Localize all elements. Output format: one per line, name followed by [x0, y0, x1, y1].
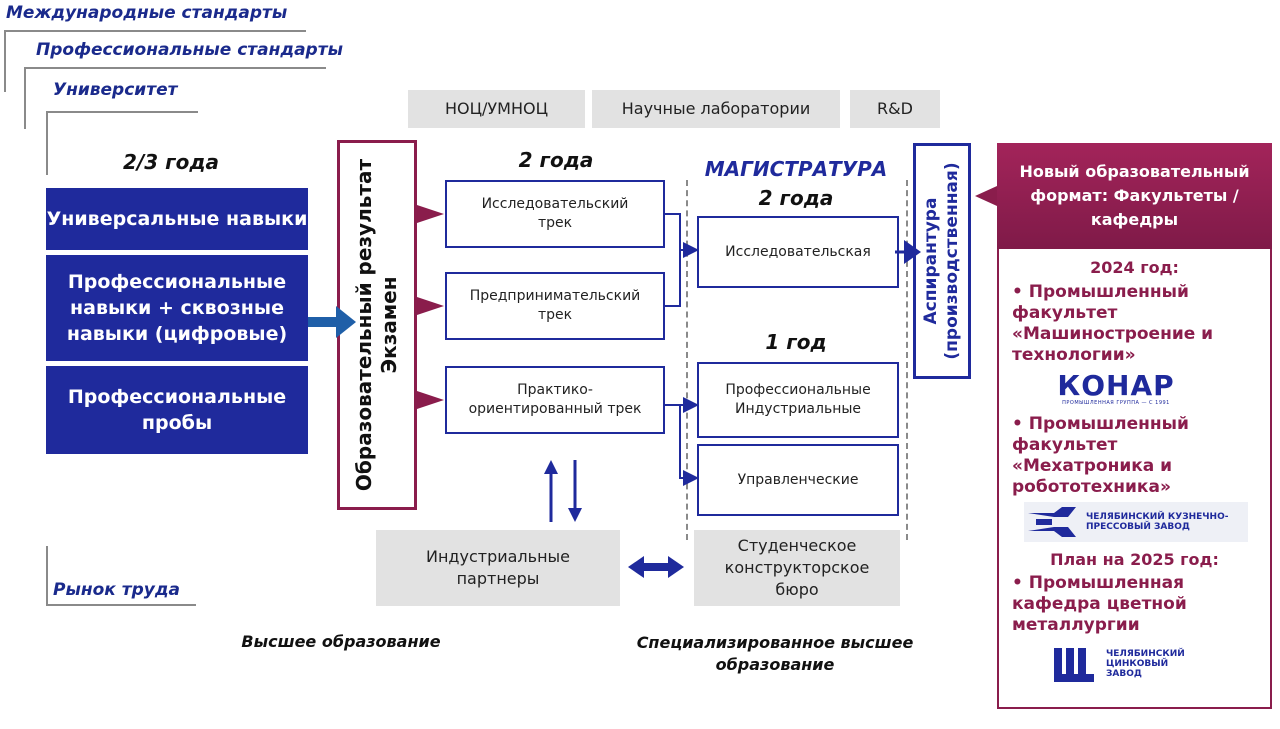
- arrow-to-phd: [904, 240, 921, 264]
- labor-market-label: Рынок труда: [53, 580, 181, 600]
- track-practice: Практико-ориентированный трек: [445, 366, 665, 434]
- labor-bracket-horizontal: [46, 604, 196, 606]
- track-entrepreneurial: Предпринимательский трек: [445, 272, 665, 340]
- industrial-partners: Индустриальные партнеры: [376, 530, 620, 606]
- universal-skills-block: Универсальные навыки: [46, 188, 308, 250]
- chkpz-emblem-icon: [1028, 507, 1076, 537]
- tracks-duration: 2 года: [518, 148, 594, 172]
- year-2024-label: 2024 год:: [1090, 258, 1179, 277]
- research-unit-rd: R&D: [850, 90, 940, 128]
- labor-bracket-vertical: [46, 546, 48, 606]
- triangle-to-research-track: [414, 204, 444, 224]
- arrows-tracks-partners: [544, 460, 582, 522]
- konar-logo-subtext: ПРОМЫШЛЕННАЯ ГРУППА — С 1991: [1062, 400, 1170, 406]
- arrow-to-masters-management: [679, 405, 699, 486]
- masters-divider-left: [686, 180, 688, 540]
- triangle-to-practice-track: [414, 390, 444, 410]
- masters-duration-1: 1 год: [765, 330, 827, 354]
- international-bracket: [4, 30, 306, 92]
- right-panel-header: Новый образовательный формат: Факультеты…: [997, 143, 1272, 249]
- masters-divider-right: [906, 180, 908, 540]
- konar-logo: КОНАР ПРОМЫШЛЕННАЯ ГРУППА — С 1991: [1040, 372, 1192, 408]
- university-bracket: [46, 111, 198, 175]
- professional-standards-label: Профессиональные стандарты: [36, 40, 343, 60]
- czc-emblem-icon: [1054, 648, 1094, 682]
- caption-higher-education: Высшее образование: [241, 632, 441, 651]
- masters-duration-2: 2 года: [758, 186, 834, 210]
- faculty-mechanical: • Промышленный факультет «Машиностроение…: [1012, 282, 1214, 365]
- research-unit-noc: НОЦ/УМНОЦ: [408, 90, 585, 128]
- international-standards-label: Международные стандарты: [6, 3, 288, 23]
- professional-trials-block: Профессиональные пробы: [46, 366, 308, 454]
- bachelor-duration: 2/3 года: [123, 150, 219, 174]
- caption-specialized: Специализированное высшее образование: [636, 633, 914, 674]
- triangle-to-right-panel: [975, 186, 997, 206]
- triangle-to-entrepreneurial-track: [414, 296, 444, 316]
- chkpz-logo-text: ЧЕЛЯБИНСКИЙ КУЗНЕЧНО-ПРЕССОВЫЙ ЗАВОД: [1086, 512, 1229, 532]
- professional-bracket: [24, 67, 326, 129]
- arrow-bachelor-to-exam: [308, 306, 356, 338]
- student-design-bureau: Студенческое конструкторское бюро: [694, 530, 900, 606]
- department-metallurgy: • Промышленная кафедра цветной металлург…: [1012, 573, 1187, 635]
- phd-box: Аспирантура (производственная): [913, 143, 971, 379]
- double-arrow-partners-bureau: [628, 556, 684, 578]
- konar-logo-text: КОНАР: [1057, 369, 1175, 402]
- masters-management: Управленческие: [697, 444, 899, 516]
- university-label: Университет: [53, 80, 178, 100]
- faculty-mechatronics: • Промышленный факультет «Мехатроника и …: [1012, 414, 1189, 497]
- czc-logo: ЧЕЛЯБИНСКИЙ ЦИНКОВЫЙ ЗАВОД: [1050, 644, 1210, 684]
- research-unit-labs: Научные лаборатории: [592, 90, 840, 128]
- bracket-research-entrepreneurial: [665, 213, 681, 307]
- plan-2025-label: План на 2025 год:: [1050, 550, 1219, 569]
- chkpz-logo: ЧЕЛЯБИНСКИЙ КУЗНЕЧНО-ПРЕССОВЫЙ ЗАВОД: [1024, 502, 1248, 542]
- professional-skills-block: Профессиональные навыки + сквозные навык…: [46, 255, 308, 361]
- masters-professional: Профессиональные Индустриальные: [697, 362, 899, 438]
- masters-title: МАГИСТРАТУРА: [704, 157, 888, 181]
- czc-logo-text: ЧЕЛЯБИНСКИЙ ЦИНКОВЫЙ ЗАВОД: [1106, 649, 1185, 679]
- track-research: Исследовательский трек: [445, 180, 665, 248]
